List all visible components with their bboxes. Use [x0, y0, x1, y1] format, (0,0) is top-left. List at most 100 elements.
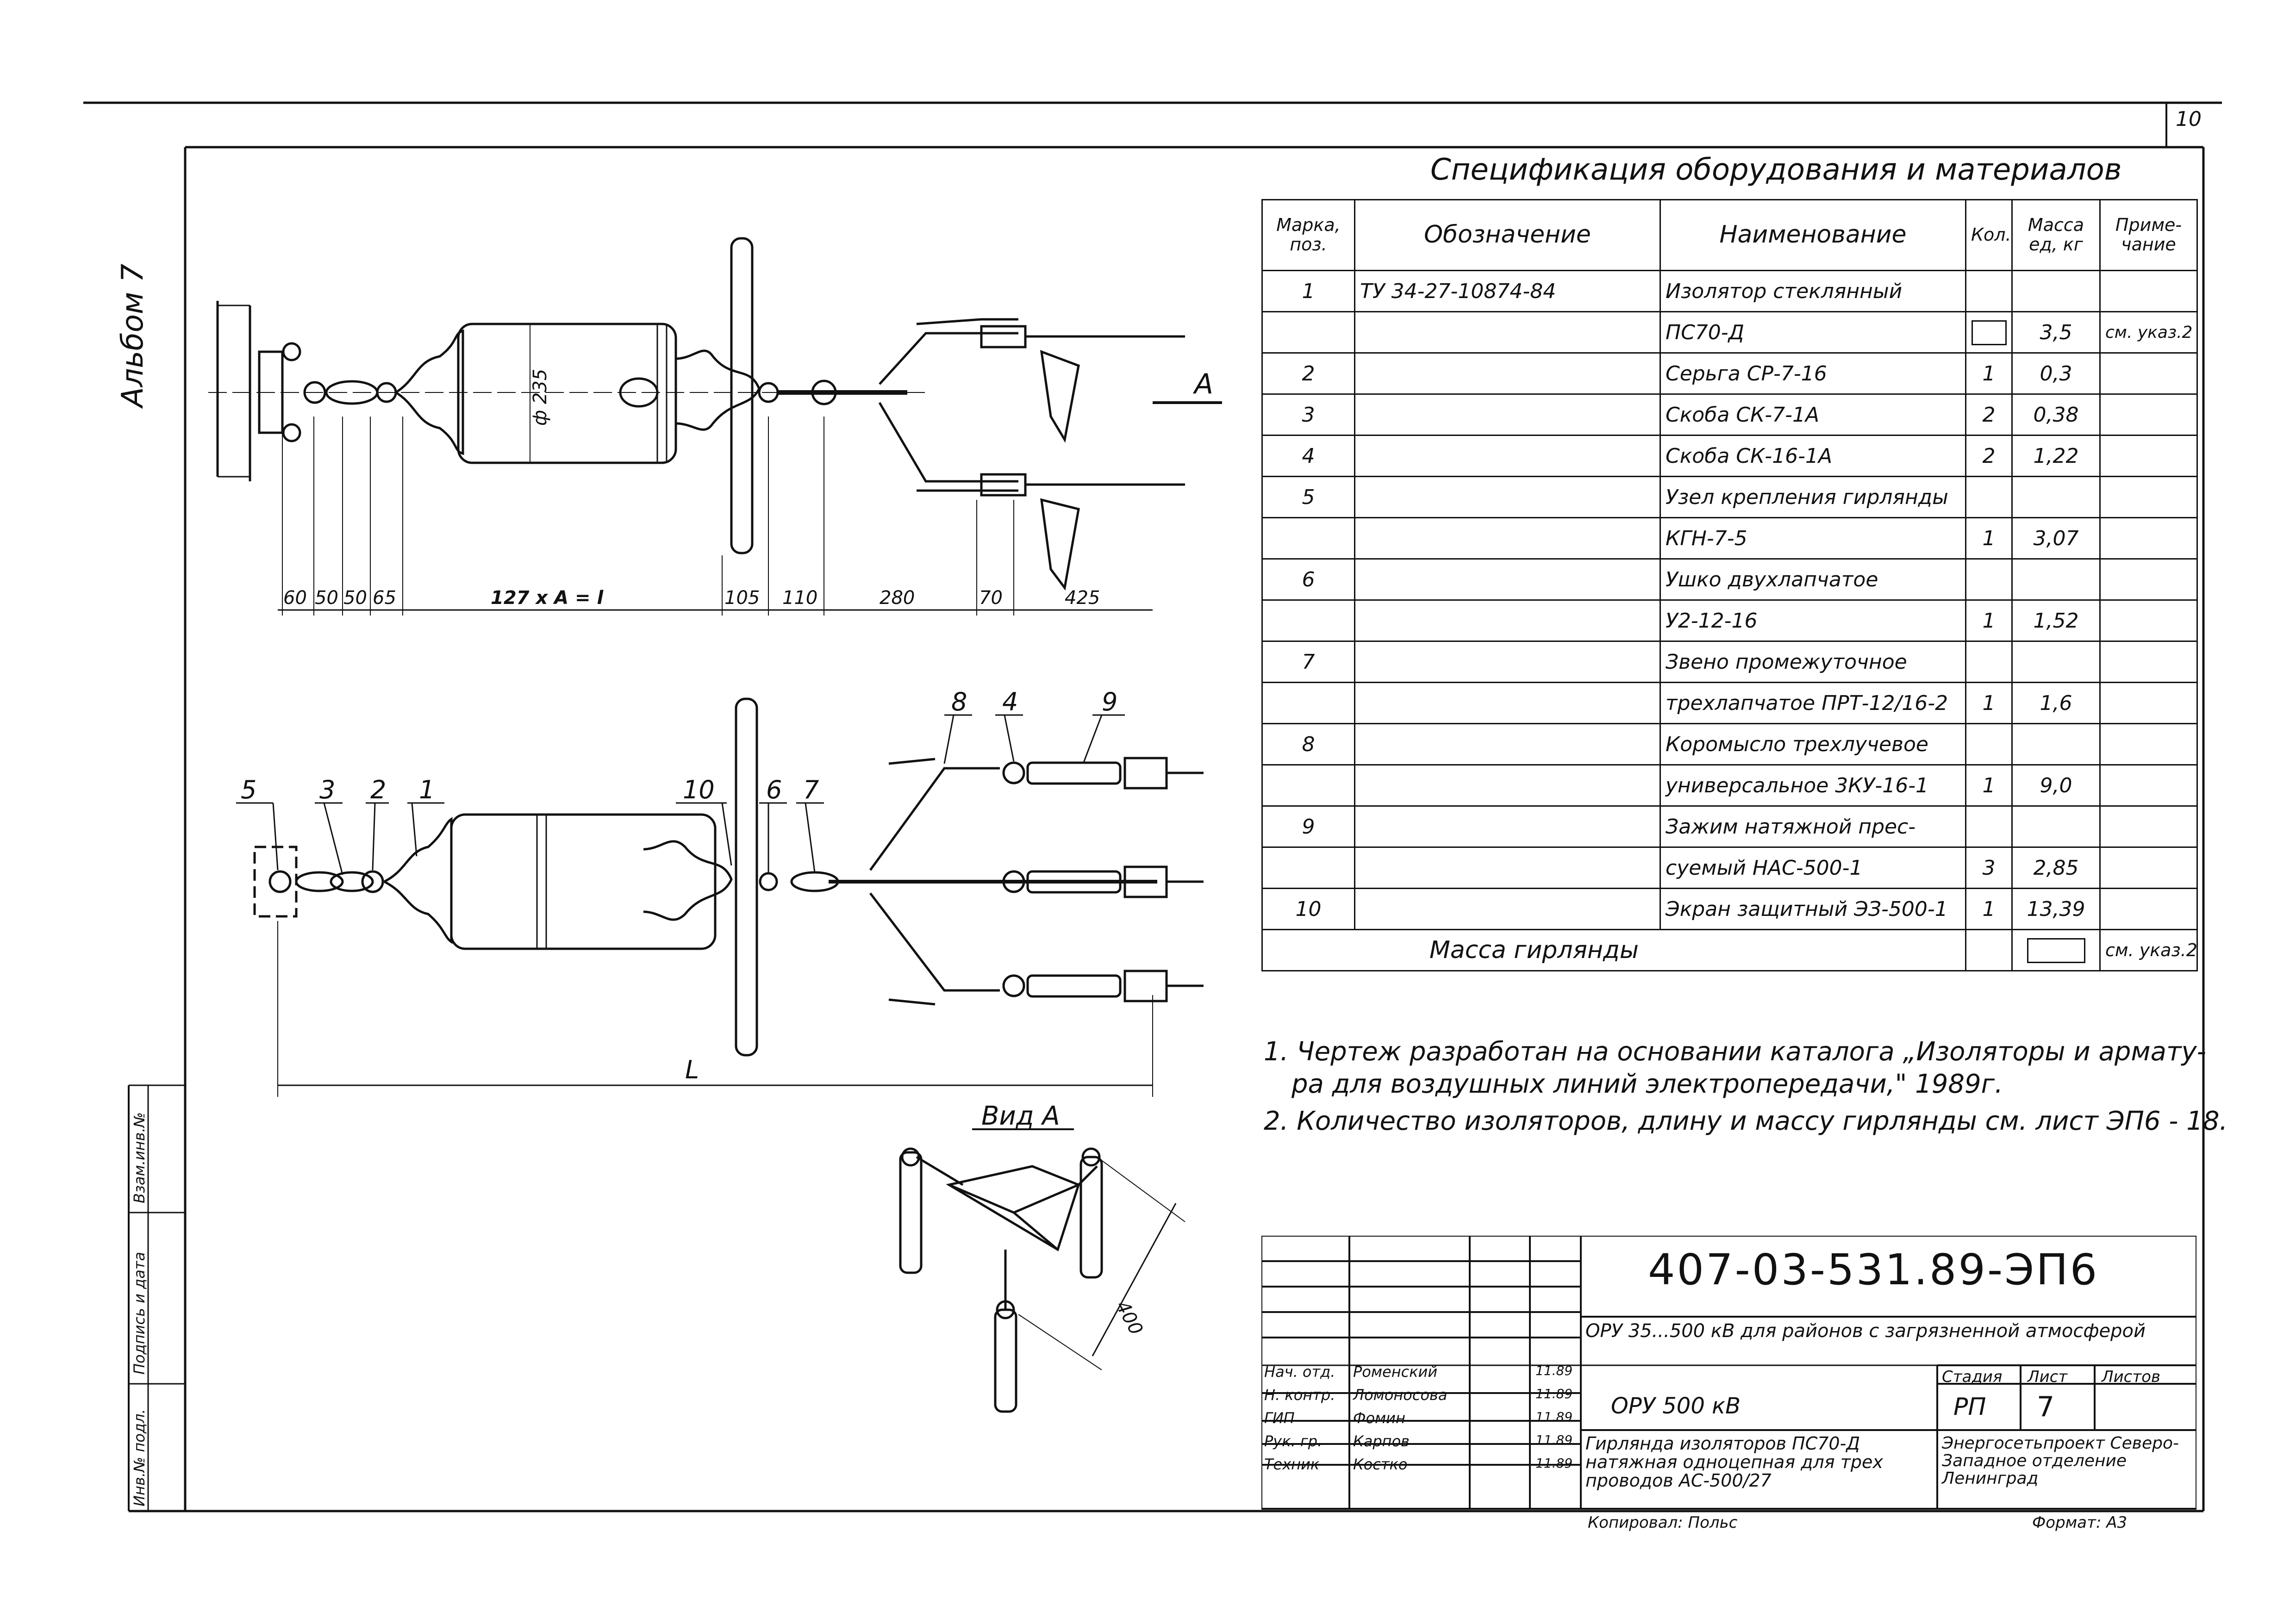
spec-cell-pos [1261, 311, 1355, 354]
spec-cell-name: Узел крепления гирлянды [1660, 476, 1966, 518]
spec-cell-designation [1354, 682, 1661, 724]
spec-cell-note [2099, 517, 2198, 560]
spec-cell-designation [1354, 764, 1661, 807]
spec-cell-pos: 10 [1261, 888, 1355, 930]
spec-cell-name: Звено промежуточное [1660, 641, 1966, 683]
signature-row: Техник Костко 11.89 [1261, 1456, 1581, 1479]
top-dims: 60 50 50 65 127 x A = l 105 110 280 70 4… [283, 368, 1213, 609]
svg-text:110: 110 [782, 587, 817, 609]
spec-cell-name: универсальное 3КУ-16-1 [1660, 764, 1966, 807]
sheet-value: 7 [2037, 1391, 2055, 1423]
spec-cell-pos: 6 [1261, 558, 1355, 601]
svg-text:L: L [685, 1055, 699, 1084]
spec-cell-designation [1354, 723, 1661, 765]
spec-cell-designation [1354, 393, 1661, 436]
spec-cell-qty: 1 [1965, 888, 2013, 930]
spec-cell-pos: 7 [1261, 641, 1355, 683]
spec-cell-designation [1354, 805, 1661, 848]
sign-date: 11.89 [1535, 1456, 1573, 1471]
spec-cell-note [2099, 682, 2198, 724]
svg-text:50: 50 [315, 587, 338, 609]
person-name: Ломоносова [1353, 1386, 1447, 1404]
svg-text:65: 65 [373, 587, 396, 609]
spec-cell-qty: 2 [1965, 393, 2013, 436]
spec-cell-note [2099, 805, 2198, 848]
spec-row: 8 Коромысло трехлучевое [1261, 723, 2198, 765]
svg-text:4: 4 [1002, 687, 1018, 716]
spec-cell-designation [1354, 435, 1661, 477]
spec-cell-pos: 8 [1261, 723, 1355, 765]
person-name: Роменский [1353, 1363, 1438, 1381]
view-a-title: Вид А [981, 1101, 1060, 1131]
svg-text:425: 425 [1065, 587, 1100, 609]
role-label: Нач. отд. [1264, 1363, 1335, 1381]
spec-cell-note [2099, 270, 2198, 312]
role-label: Техник [1264, 1456, 1320, 1473]
sign-date: 11.89 [1535, 1409, 1573, 1425]
spec-cell-note [2099, 641, 2198, 683]
drawing-code: 407-03-531.89-ЭП6 [1648, 1245, 2099, 1294]
spec-cell-mass: 0,38 [2011, 393, 2101, 436]
top-view-drawing [208, 237, 1185, 616]
drawing-title: Гирлянда изоляторов ПС70-Д натяжная одно… [1585, 1433, 1883, 1491]
svg-text:50: 50 [343, 587, 367, 609]
svg-text:127 x A = l: 127 x A = l [491, 587, 604, 609]
spec-cell-mass: 1,52 [2011, 599, 2101, 642]
total-mass-box [2011, 929, 2101, 971]
sheets-label: Листов [2102, 1368, 2161, 1386]
spec-cell-pos [1261, 682, 1355, 724]
spec-cell-mass: 1,6 [2011, 682, 2101, 724]
role-label: ГИП [1264, 1409, 1295, 1427]
spec-cell-note [2099, 846, 2198, 889]
total-qty [1965, 929, 2012, 971]
side-stamp-sign: Подпись и дата [131, 1251, 148, 1375]
sign-date: 11.89 [1535, 1363, 1573, 1378]
spec-cell-pos: 3 [1261, 393, 1355, 436]
spec-cell-name: трехлапчатое ПРТ-12/16-2 [1660, 682, 1966, 724]
note-2: 2. Количество изоляторов, длину и массу … [1264, 1106, 2228, 1136]
spec-total-row: Масса гирлянды см. указ.2 [1261, 929, 2198, 971]
spec-cell-note [2099, 764, 2198, 807]
spec-cell-name: Коромысло трехлучевое [1660, 723, 1966, 765]
spec-cell-note [2099, 352, 2198, 395]
svg-text:60: 60 [283, 587, 307, 609]
spec-cell-designation [1354, 517, 1661, 560]
spec-cell-mass: 0,3 [2011, 352, 2101, 395]
header-mass: Масса ед, кг [2011, 199, 2101, 271]
spec-cell-mass [2011, 641, 2101, 683]
spec-cell-name: У2-12-16 [1660, 599, 1966, 642]
stage-label: Стадия [1942, 1368, 2003, 1386]
spec-cell-qty: 2 [1965, 435, 2013, 477]
spec-cell-qty [1965, 270, 2013, 312]
spec-cell-name: Скоба СК-7-1А [1660, 393, 1966, 436]
header-qty: Кол. [1965, 199, 2013, 271]
header-name: Наименование [1660, 199, 1966, 271]
svg-text:9: 9 [1102, 687, 1117, 716]
person-name: Костко [1353, 1456, 1408, 1473]
spec-cell-pos: 5 [1261, 476, 1355, 518]
view-a-drawing [899, 1128, 1185, 1413]
spec-cell-designation: ТУ 34-27-10874-84 [1354, 270, 1661, 312]
spec-cell-pos [1261, 599, 1355, 642]
side-stamp-replace: Взам.инв.№ [131, 1112, 148, 1203]
stage-value: РП [1953, 1393, 1986, 1421]
spec-cell-mass: 1,22 [2011, 435, 2101, 477]
svg-text:А: А [1192, 368, 1213, 400]
spec-cell-mass [2011, 723, 2101, 765]
header-pos: Марка, поз. [1261, 199, 1355, 271]
project-name: ОРУ 35...500 кВ для районов с загрязненн… [1585, 1320, 2146, 1342]
spec-cell-designation [1354, 311, 1661, 354]
note-1-cont: ра для воздушных линий электропередачи,"… [1292, 1069, 2003, 1099]
copied-by: Копировал: Польс [1588, 1513, 1738, 1532]
spec-cell-designation [1354, 599, 1661, 642]
sign-date: 11.89 [1535, 1432, 1573, 1448]
svg-text:1: 1 [419, 775, 435, 804]
spec-cell-pos [1261, 517, 1355, 560]
